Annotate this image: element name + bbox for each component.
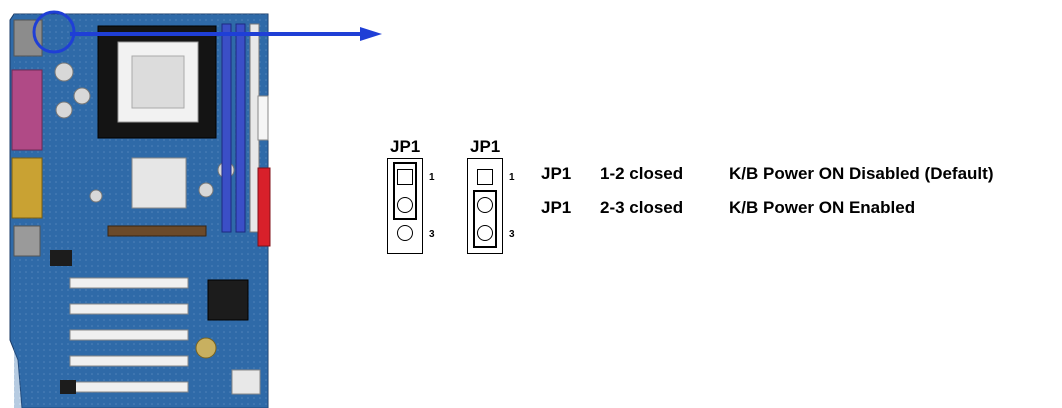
pin-1 — [397, 169, 413, 185]
setting-pins: 2-3 closed — [600, 198, 684, 217]
jumper-block — [467, 158, 503, 254]
pin-3 — [397, 225, 413, 241]
setting-jumper: JP1 — [541, 198, 572, 217]
pin-number-first: 1 — [429, 172, 435, 183]
setting-pins: 1-2 closed — [600, 164, 684, 183]
pin-number-first: 1 — [509, 172, 515, 183]
setting-jumper: JP1 — [541, 164, 572, 183]
pin-2 — [397, 197, 413, 213]
jumper-block — [387, 158, 423, 254]
pointer-arrow — [70, 27, 382, 41]
pin-3 — [477, 225, 493, 241]
pin-number-last: 3 — [429, 229, 435, 240]
setting-description: K/B Power ON Enabled — [729, 198, 916, 217]
jumper-label: JP1 — [390, 137, 421, 156]
motherboard-image — [9, 10, 271, 408]
pin-2 — [477, 197, 493, 213]
setting-description: K/B Power ON Disabled (Default) — [729, 164, 994, 183]
pin-number-last: 3 — [509, 229, 515, 240]
pin-1 — [477, 169, 493, 185]
jumper-label: JP1 — [470, 137, 501, 156]
